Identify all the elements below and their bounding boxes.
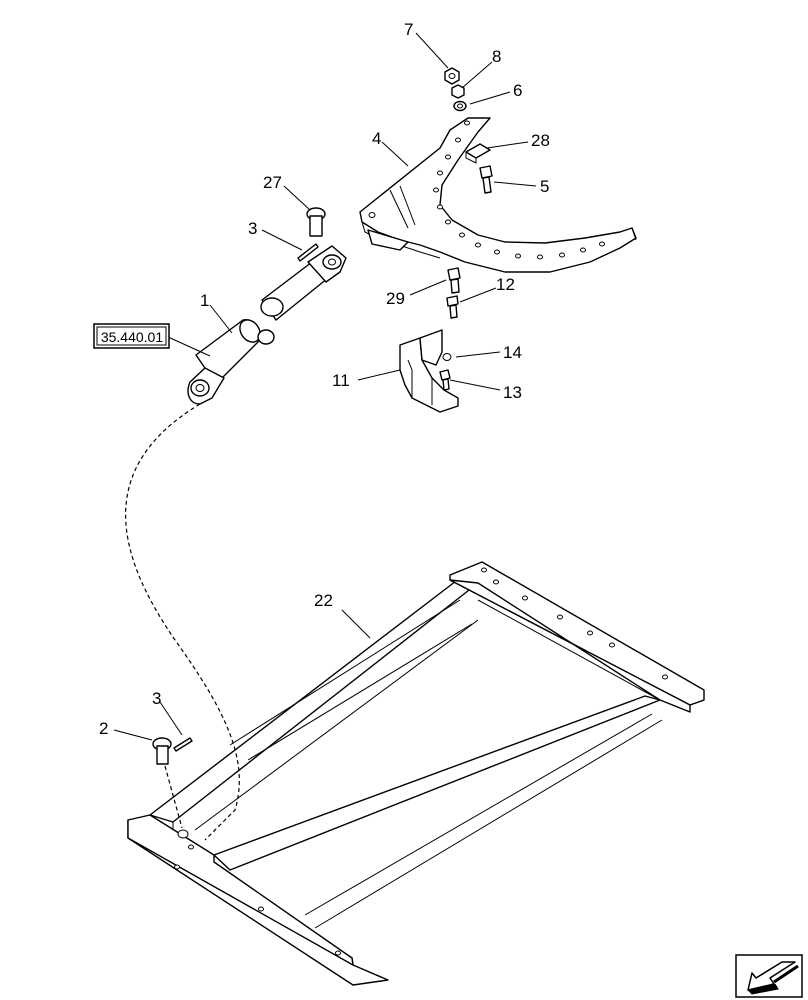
connection-line-cylinder: [125, 403, 240, 841]
reference-box-label: 35.440.01: [101, 329, 163, 345]
callout-8[interactable]: 8: [492, 47, 501, 66]
callout-5[interactable]: 5: [540, 177, 549, 196]
part-1-hydraulic-cylinder: [187, 245, 347, 405]
callout-4[interactable]: 4: [372, 129, 381, 148]
part-3-cotter-top: [297, 243, 319, 262]
reference-box-35-440-01[interactable]: 35.440.01: [93, 323, 170, 349]
callout-11[interactable]: 11: [332, 371, 350, 390]
callout-6[interactable]: 6: [513, 81, 522, 100]
callout-2[interactable]: 2: [99, 719, 108, 738]
callout-3-top[interactable]: 3: [248, 219, 257, 238]
callout-3-bottom[interactable]: 3: [152, 689, 161, 708]
part-4-bracket-plate: [359, 117, 637, 273]
callout-7[interactable]: 7: [404, 20, 413, 39]
callout-22[interactable]: 22: [314, 591, 333, 610]
part-11-support-bracket: [399, 329, 459, 413]
callouts: 7 8 6 4 28 5 27 3 1 29 12 14 11 13 22 3 …: [99, 20, 550, 738]
callout-12[interactable]: 12: [496, 275, 515, 294]
callout-28[interactable]: 28: [531, 131, 550, 150]
callout-14[interactable]: 14: [503, 343, 522, 362]
leader-lines: [113, 32, 537, 741]
callout-27[interactable]: 27: [263, 173, 282, 192]
callout-29[interactable]: 29: [386, 289, 405, 308]
arrow-down-left-icon[interactable]: [735, 954, 803, 998]
part-22-frame: [127, 561, 705, 986]
part-28-clip: [465, 143, 491, 164]
part-27-pin: [306, 207, 326, 237]
part-2-pin: [152, 737, 172, 765]
callout-1[interactable]: 1: [200, 291, 209, 310]
hardware-top: [444, 67, 493, 194]
part-3-cotter-bottom: [173, 737, 193, 752]
callout-13[interactable]: 13: [503, 383, 522, 402]
connection-line-pin: [164, 765, 183, 829]
hardware-mid: [446, 267, 461, 319]
